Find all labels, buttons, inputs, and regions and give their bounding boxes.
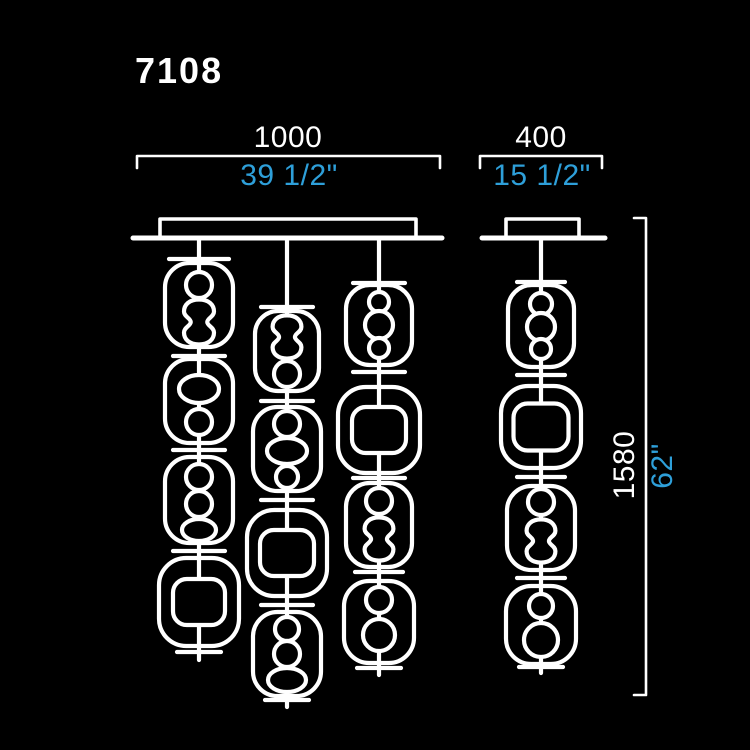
glass-bead-circle xyxy=(363,485,395,517)
squircle-frame-outer xyxy=(335,384,423,476)
glass-bead-circle xyxy=(183,488,215,520)
height-inch-label: 62" xyxy=(646,443,679,489)
ornament-frame xyxy=(343,282,415,368)
width-large-dim-bracket xyxy=(135,154,442,170)
glass-bead-circle xyxy=(525,486,557,518)
ornament-frame xyxy=(250,404,324,494)
squircle-frame-inner xyxy=(511,401,571,453)
ornament-frame xyxy=(504,483,578,573)
left-fixture-chain-1 xyxy=(156,235,242,663)
ornament-frame xyxy=(505,282,577,370)
right-fixture-chain-1 xyxy=(498,235,584,676)
left-fixture-chain-2 xyxy=(244,235,330,710)
glass-bead-circle xyxy=(366,335,392,361)
ornament-frame xyxy=(250,609,324,699)
glass-bead-ellipse xyxy=(264,435,310,467)
ceiling-canopy-box xyxy=(504,217,581,240)
left-fixture xyxy=(130,217,445,710)
glass-bead-peanut xyxy=(527,519,556,562)
glass-bead-circle xyxy=(183,461,215,493)
glass-bead-ellipse xyxy=(265,665,309,695)
ceiling-canopy-box xyxy=(158,217,418,240)
ornament-frame xyxy=(162,260,236,350)
right-fixture xyxy=(479,217,608,676)
glass-bead-circle xyxy=(272,614,302,644)
ornament-frame xyxy=(162,356,236,446)
glass-bead-circle xyxy=(183,406,215,438)
ornament-frame xyxy=(341,578,417,666)
height-mm-label: 1580 xyxy=(608,430,641,500)
squircle-frame-inner xyxy=(349,404,409,456)
squircle-frame-inner xyxy=(170,576,228,628)
glass-bead-ellipse xyxy=(179,516,219,544)
ornament-frame xyxy=(252,308,322,394)
width-small-inch-label: 15 1/2" xyxy=(493,159,591,192)
glass-bead-circle xyxy=(363,584,395,616)
glass-bead-circle xyxy=(360,616,398,654)
glass-bead-circle xyxy=(273,463,301,491)
width-large-mm-label: 1000 xyxy=(253,121,323,154)
height-dim-line xyxy=(632,216,648,697)
glass-bead-circle xyxy=(271,638,303,670)
left-fixture-chain-3 xyxy=(335,235,423,678)
glass-bead-circle xyxy=(183,269,215,301)
squircle-frame-outer xyxy=(498,383,584,471)
width-large-inch-label: 39 1/2" xyxy=(240,159,338,192)
glass-bead-circle xyxy=(271,408,303,440)
glass-bead-circle xyxy=(526,591,556,621)
squircle-frame-outer xyxy=(244,507,330,599)
ornament-frame xyxy=(503,583,579,667)
squircle-frame-outer xyxy=(156,555,242,649)
glass-bead-peanut xyxy=(273,315,302,358)
glass-bead-circle xyxy=(521,620,561,660)
width-small-mm-label: 400 xyxy=(515,121,567,154)
glass-bead-peanut xyxy=(184,300,214,345)
glass-bead-peanut xyxy=(365,517,394,560)
glass-bead-circle xyxy=(271,358,303,390)
ornament-frame xyxy=(343,480,415,570)
glass-bead-circle xyxy=(528,336,554,362)
product-code-title: 7108 xyxy=(135,50,224,91)
glass-bead-ellipse xyxy=(176,372,222,406)
glass-bead-circle xyxy=(362,308,396,342)
glass-bead-circle xyxy=(524,310,558,344)
width-small-dim-bracket xyxy=(478,154,604,170)
squircle-frame-inner xyxy=(257,527,317,579)
